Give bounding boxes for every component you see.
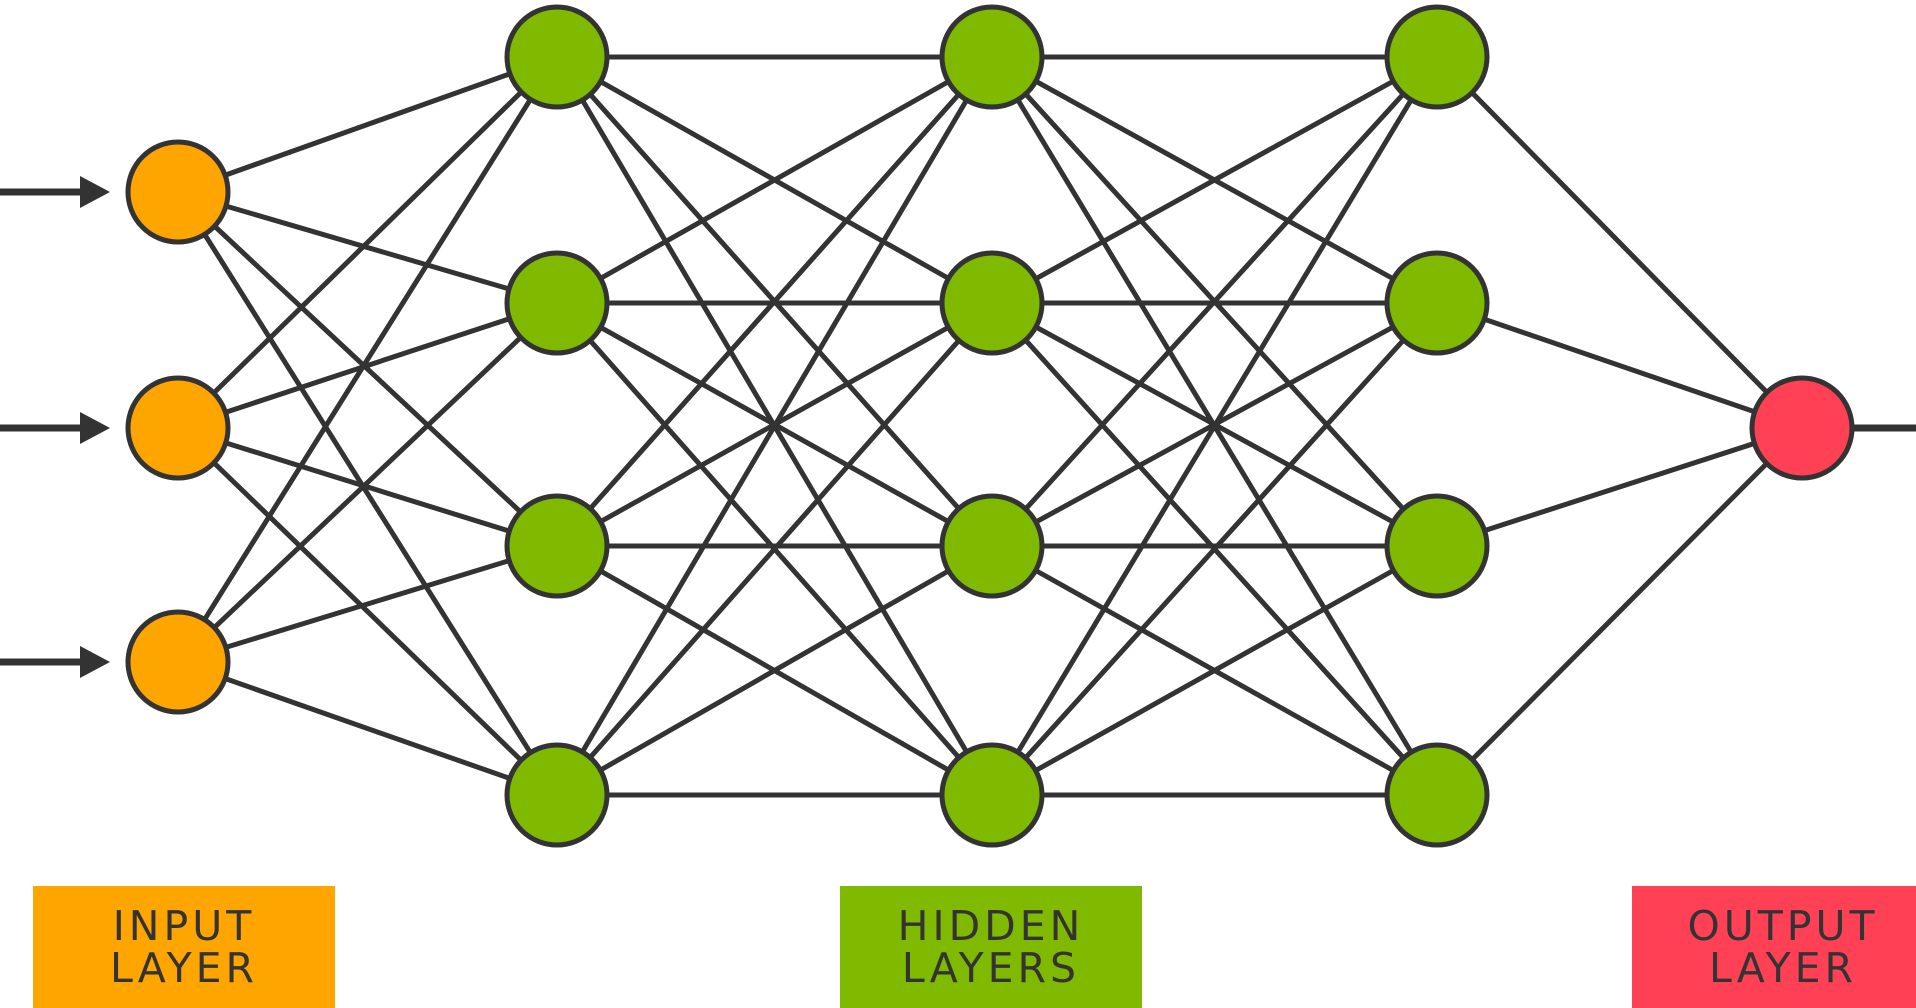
edge-l0-n1-to-n3 xyxy=(176,426,559,797)
edge-l0-n2-to-n1 xyxy=(176,301,559,664)
edge-l1-n2-to-n0 xyxy=(555,55,994,548)
edge-l0-n2-to-n2 xyxy=(177,543,558,665)
edge-l0-n0-to-n2 xyxy=(176,190,559,548)
input-node-l0-1 xyxy=(125,375,231,481)
hidden-node-l3-0 xyxy=(1384,4,1490,110)
hidden-node-l3-3 xyxy=(1384,742,1490,848)
edge-l0-n1-to-n0 xyxy=(176,55,559,430)
edge-l0-n0-to-n1 xyxy=(177,189,558,306)
hidden-node-l2-3 xyxy=(939,742,1045,848)
edge-l0-n0-to-n0 xyxy=(177,54,558,195)
edge-l0-n2-to-n3 xyxy=(177,659,558,798)
edge-l0-n1-to-n2 xyxy=(177,425,558,549)
edge-l0-n2-to-n0 xyxy=(175,55,560,664)
input-arrow-head-1 xyxy=(80,412,110,444)
edge-l2-n2-to-n0 xyxy=(990,55,1439,548)
edge-l1-n3-to-n1 xyxy=(555,301,994,797)
legend-input-line1: INPUT xyxy=(112,902,256,950)
edge-l2-n1-to-n0 xyxy=(990,54,1439,306)
hidden-node-l2-1 xyxy=(939,250,1045,356)
hidden-node-l1-2 xyxy=(504,493,610,599)
hidden-node-l1-3 xyxy=(504,742,610,848)
edge-l1-n3-to-n0 xyxy=(554,55,995,797)
input-arrows xyxy=(0,176,1916,678)
edge-l1-n3-to-n2 xyxy=(555,543,994,798)
hidden-node-l1-1 xyxy=(504,250,610,356)
hidden-node-l3-1 xyxy=(1384,250,1490,356)
edge-l3-n3-to-n0 xyxy=(1435,426,1804,797)
input-node-l0-2 xyxy=(125,609,231,715)
input-arrow-head-2 xyxy=(80,646,110,678)
edge-l2-n3-to-n0 xyxy=(989,55,1440,797)
hidden-node-l2-0 xyxy=(939,4,1045,110)
legend-output-line2: LAYER xyxy=(1708,944,1858,992)
output-node-l4-0 xyxy=(1749,375,1855,481)
edge-l2-n3-to-n1 xyxy=(990,301,1439,797)
hidden-node-l2-2 xyxy=(939,493,1045,599)
legend-output-line1: OUTPUT xyxy=(1687,902,1879,950)
edge-l0-n1-to-n1 xyxy=(177,300,558,431)
legend-hidden-line1: HIDDEN xyxy=(897,902,1085,950)
nodes xyxy=(125,4,1855,848)
hidden-node-l1-0 xyxy=(504,4,610,110)
edge-l1-n1-to-n0 xyxy=(555,54,994,306)
edge-l0-n0-to-n3 xyxy=(175,190,560,797)
legend-input-line2: LAYER xyxy=(109,944,259,992)
input-node-l0-0 xyxy=(125,139,231,245)
legend-hidden-line2: LAYERS xyxy=(901,944,1081,992)
input-arrow-head-0 xyxy=(80,176,110,208)
edge-l3-n1-to-n0 xyxy=(1436,300,1803,431)
connections xyxy=(175,54,1804,798)
hidden-node-l3-2 xyxy=(1384,493,1490,599)
edge-l3-n2-to-n0 xyxy=(1436,425,1803,549)
edge-l3-n0-to-n0 xyxy=(1435,55,1804,430)
edge-l2-n3-to-n2 xyxy=(990,543,1439,798)
